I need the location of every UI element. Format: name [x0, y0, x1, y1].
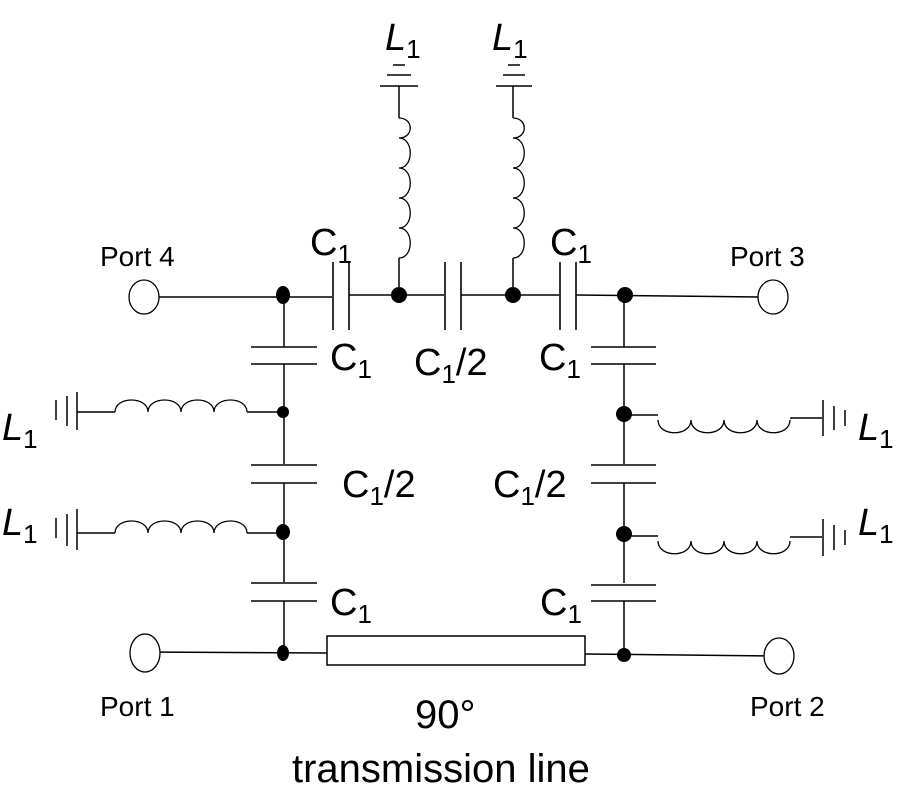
port-1-label: Port 1	[100, 691, 175, 722]
svg-text:C1: C1	[310, 222, 352, 269]
inductor-top-left	[380, 64, 418, 294]
label-l1-top-left: L1	[385, 17, 421, 64]
svg-text:C1: C1	[330, 337, 372, 384]
label-c1-half-middle: C1/2	[414, 342, 488, 389]
transmission-line-angle: 90°	[415, 693, 476, 737]
inductor-right-lower	[626, 519, 846, 556]
transmission-line-label: transmission line	[292, 747, 590, 791]
junction-dot	[617, 648, 631, 662]
svg-text:C1: C1	[540, 582, 582, 629]
label-c1-left-upper: C1	[330, 337, 372, 384]
svg-text:L1: L1	[2, 407, 38, 454]
label-l1-left-upper: L1	[2, 407, 38, 454]
label-c1-half-right: C1/2	[493, 464, 567, 511]
port-2-label: Port 2	[750, 691, 825, 722]
junction-dot	[616, 526, 632, 542]
svg-text:C1/2: C1/2	[414, 342, 488, 389]
label-l1-right-lower: L1	[858, 502, 894, 549]
svg-text:C1: C1	[539, 337, 581, 384]
svg-text:L1: L1	[858, 407, 894, 454]
svg-text:L1: L1	[385, 17, 421, 64]
junction-dot	[391, 287, 407, 303]
junction-dot	[276, 286, 290, 304]
inductor-left-lower	[55, 509, 282, 550]
svg-text:C1/2: C1/2	[493, 464, 567, 511]
wire-node-port3	[575, 294, 761, 298]
junction-dot	[616, 406, 632, 422]
inductor-left-upper	[55, 392, 282, 430]
port-2-terminal[interactable]	[763, 637, 795, 675]
label-c1-half-left: C1/2	[342, 464, 416, 511]
label-c1-top-right: C1	[550, 222, 592, 269]
svg-text:C1/2: C1/2	[342, 464, 416, 511]
junction-dot	[277, 406, 289, 418]
label-l1-top-right: L1	[492, 17, 528, 64]
port-3-label: Port 3	[730, 241, 805, 272]
svg-text:L1: L1	[858, 502, 894, 549]
label-l1-right-upper: L1	[858, 407, 894, 454]
port-4-terminal[interactable]	[128, 279, 160, 315]
label-c1-bottom-left: C1	[330, 582, 372, 629]
junction-dot	[505, 287, 521, 303]
inductor-top-right	[496, 64, 532, 294]
port-4-label: Port 4	[100, 241, 175, 272]
label-c1-top-left: C1	[310, 222, 352, 269]
port-1-terminal[interactable]	[129, 633, 161, 673]
inductor-right-upper	[626, 400, 846, 436]
svg-text:L1: L1	[492, 17, 528, 64]
junction-dot	[617, 287, 633, 303]
label-c1-bottom-right: C1	[540, 582, 582, 629]
label-c1-right-upper: C1	[539, 337, 581, 384]
port-3-terminal[interactable]	[757, 279, 789, 315]
svg-text:C1: C1	[330, 582, 372, 629]
label-l1-left-lower: L1	[2, 502, 38, 549]
wire-node-port2	[584, 653, 779, 657]
svg-text:L1: L1	[2, 502, 38, 549]
transmission-line-block	[326, 635, 586, 666]
junction-dot	[277, 645, 289, 661]
junction-dot	[276, 524, 290, 540]
wire-port1-node	[142, 651, 328, 654]
svg-text:C1: C1	[550, 222, 592, 269]
